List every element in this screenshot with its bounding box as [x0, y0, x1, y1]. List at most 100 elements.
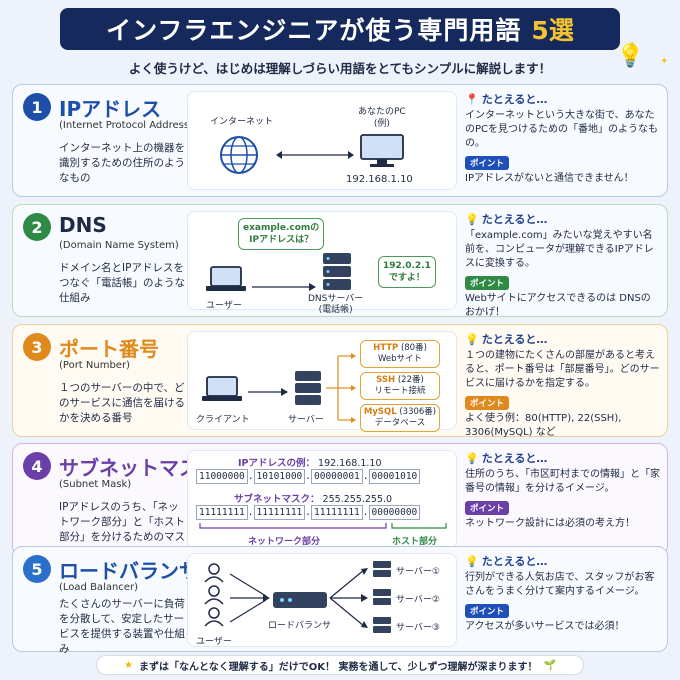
point-text: IPアドレスがないと通信できません！: [465, 173, 634, 184]
sparkle-icon: ✦: [660, 56, 669, 67]
sparkle-icon: ✦: [628, 40, 637, 51]
analogy-heading: たとえると…: [481, 93, 548, 106]
point-badge: ポイント: [465, 156, 510, 170]
port-mysql: MySQL (3306番)データベース: [360, 404, 440, 432]
pin-icon: 💡: [465, 333, 479, 346]
term-card-load-balancer: 5 ロードバランサ (Load Balancer) たくさんのサーバーに負荷を分…: [12, 546, 668, 655]
server-label: サーバー: [288, 415, 324, 425]
term-fullname: (Port Number): [59, 360, 130, 371]
term-description: たくさんのサーバーに負荷を分散して、安定したサービスを提供する装置や仕組み: [59, 598, 185, 655]
laptop-icon: [202, 376, 242, 401]
analogy-heading: たとえると…: [481, 213, 548, 226]
bracket-lines: [199, 523, 447, 529]
star-icon: ★: [124, 659, 134, 671]
analogy-text: 「example.com」みたいな覚えやすい名前を、コンピュータが理解できるIP…: [465, 230, 654, 269]
laptop-icon: [206, 266, 246, 291]
term-card-port-number: 3 ポート番号 (Port Number) １つのサーバーの中で、どのサービスに…: [12, 324, 668, 438]
term-fullname: (Load Balancer): [59, 582, 138, 593]
question-bubble: example.comの IPアドレスは？: [238, 218, 325, 250]
mask-binary-row: 11111111.11111111.11111111.00000000: [196, 505, 421, 520]
footer-text: まずは「なんとなく理解する」だけでOK！ 実務を通して、少しずつ理解が深まります…: [139, 661, 538, 673]
term-description: インターネット上の機器を識別するための住所のようなもの: [59, 142, 185, 184]
term-fullname: (Subnet Mask): [59, 479, 132, 490]
point-badge: ポイント: [465, 501, 510, 515]
converge-arrows-icon: [229, 573, 270, 623]
pin-icon: 💡: [465, 555, 479, 568]
globe-icon: [220, 136, 258, 174]
server-icon: [373, 561, 391, 577]
term-name: ポート番号: [59, 337, 159, 361]
analogy-panel: 📍たとえると… インターネットという大きな街で、あなたのPCを見つけるための「番…: [465, 91, 660, 191]
distribute-arrows-icon: [329, 568, 368, 628]
term-number: 3: [23, 333, 51, 361]
analogy-panel: 💡たとえると… 「example.com」みたいな覚えやすい名前を、コンピュータ…: [465, 211, 660, 318]
sprout-icon: 🌱: [543, 659, 556, 671]
analogy-panel: 💡たとえると… 行列ができる人気お店で、スタッフがお客さんをうまく分けて案内する…: [465, 553, 660, 653]
analogy-text: 行列ができる人気お店で、スタッフがお客さんをうまく分けて案内するイメージ。: [465, 572, 655, 597]
term-number: 1: [23, 93, 51, 121]
dns-server-label: DNSサーバー (電話帳): [308, 294, 364, 315]
ip-example-line: IPアドレスの例： 192.168.1.10: [238, 458, 382, 469]
term-card-dns: 2 DNS (Domain Name System) ドメイン名とIPアドレスを…: [12, 204, 668, 318]
client-label: クライアント: [196, 415, 250, 425]
server-icon: [373, 589, 391, 605]
term-name: IPアドレス: [59, 97, 162, 121]
pin-icon: 📍: [465, 93, 479, 106]
pin-icon: 💡: [465, 452, 479, 465]
term-card-subnet-mask: 4 サブネットマスク (Subnet Mask) IPアドレスのうち、「ネットワ…: [12, 443, 668, 558]
analogy-heading: たとえると…: [481, 333, 548, 346]
port-ssh: SSH (22番)リモート接続: [360, 372, 440, 400]
answer-bubble: 192.0.2.1 ですよ！: [378, 256, 436, 288]
server-icon: [295, 371, 321, 405]
mask-example-line: サブネットマスク： 255.255.255.0: [234, 494, 393, 505]
term-name: DNS: [59, 213, 107, 237]
load-balancer-device-icon: [273, 592, 327, 608]
load-balancer-illustration: ユーザー ロードバランサ サーバー① サーバー② サーバー③: [187, 553, 457, 647]
double-arrow-icon: [276, 151, 354, 159]
analogy-text: インターネットという大きな街で、あなたのPCを見つけるための「番地」のようなもの…: [465, 110, 659, 149]
user-label: ユーザー: [206, 301, 242, 311]
term-fullname: (Internet Protocol Address): [59, 120, 193, 131]
ip-example: 192.168.1.10: [346, 174, 413, 185]
title-count: 5選: [531, 16, 574, 45]
term-number: 2: [23, 213, 51, 241]
ip-illustration: インターネット あなたのPC (例) 192.168.1.10: [187, 91, 457, 190]
host-part-label: ホスト部分: [392, 537, 438, 547]
page-subtitle: よく使うけど、はじめは理解しづらい用語をとてもシンプルに解説します！: [128, 61, 552, 76]
footer-note: ★ まずは「なんとなく理解する」だけでOK！ 実務を通して、少しずつ理解が深まり…: [96, 655, 584, 675]
branch-arrows-icon: [326, 353, 356, 423]
port-illustration: クライアント サーバー HTTP (80番)Webサイト SSH (22番)リモ…: [187, 331, 457, 432]
analogy-heading: たとえると…: [481, 555, 548, 568]
analogy-panel: 💡たとえると… 住所のうち、「市区町村までの情報」と「家番号の情報」を分けるイメ…: [465, 450, 660, 550]
analogy-text: 住所のうち、「市区町村までの情報」と「家番号の情報」を分けるイメージ。: [465, 469, 660, 494]
arrow-right-icon: [252, 283, 316, 291]
title-banner: インフラエンジニアが使う専門用語 5選: [60, 8, 620, 50]
point-text: Webサイトにアクセスできるのは DNSのおかげ！: [465, 293, 651, 318]
network-part-label: ネットワーク部分: [248, 537, 321, 547]
server-1-label: サーバー①: [396, 567, 440, 577]
subnet-illustration: IPアドレスの例： 192.168.1.10 11000000.10101000…: [187, 450, 457, 549]
term-description: １つのサーバーの中で、どのサービスに通信を届けるかを決める番号: [59, 382, 185, 424]
point-badge: ポイント: [465, 604, 510, 618]
server-2-label: サーバー②: [396, 595, 440, 605]
point-badge: ポイント: [465, 396, 510, 410]
pin-icon: 💡: [465, 213, 479, 226]
term-description: IPアドレスのうち、「ネットワーク部分」と「ホスト部分」を分けるためのマスク: [59, 501, 185, 558]
server-3-label: サーバー③: [396, 623, 440, 633]
arrow-right-icon: [248, 388, 288, 396]
users-label: ユーザー: [196, 637, 232, 647]
dns-illustration: example.comの IPアドレスは？ ユーザー DNSサーバー (電話帳)…: [187, 211, 457, 315]
term-card-ip-address: 1 IPアドレス (Internet Protocol Address) インタ…: [12, 84, 668, 197]
point-text: ネットワーク設計には必須の考え方！: [465, 518, 635, 529]
internet-label: インターネット: [210, 117, 274, 127]
term-fullname: (Domain Name System): [59, 240, 179, 251]
lightbulb-icon: 💡: [616, 44, 644, 69]
term-name: ロードバランサ: [59, 559, 199, 583]
port-http: HTTP (80番)Webサイト: [360, 340, 440, 368]
analogy-heading: たとえると…: [481, 452, 548, 465]
point-text: アクセスが多いサービスでは必須！: [465, 621, 625, 632]
point-text: よく使う例：80(HTTP), 22(SSH), 3306(MySQL) など: [465, 413, 622, 438]
users-icon: [204, 563, 224, 627]
server-icon: [373, 617, 391, 633]
desktop-pc-icon: [360, 134, 404, 167]
